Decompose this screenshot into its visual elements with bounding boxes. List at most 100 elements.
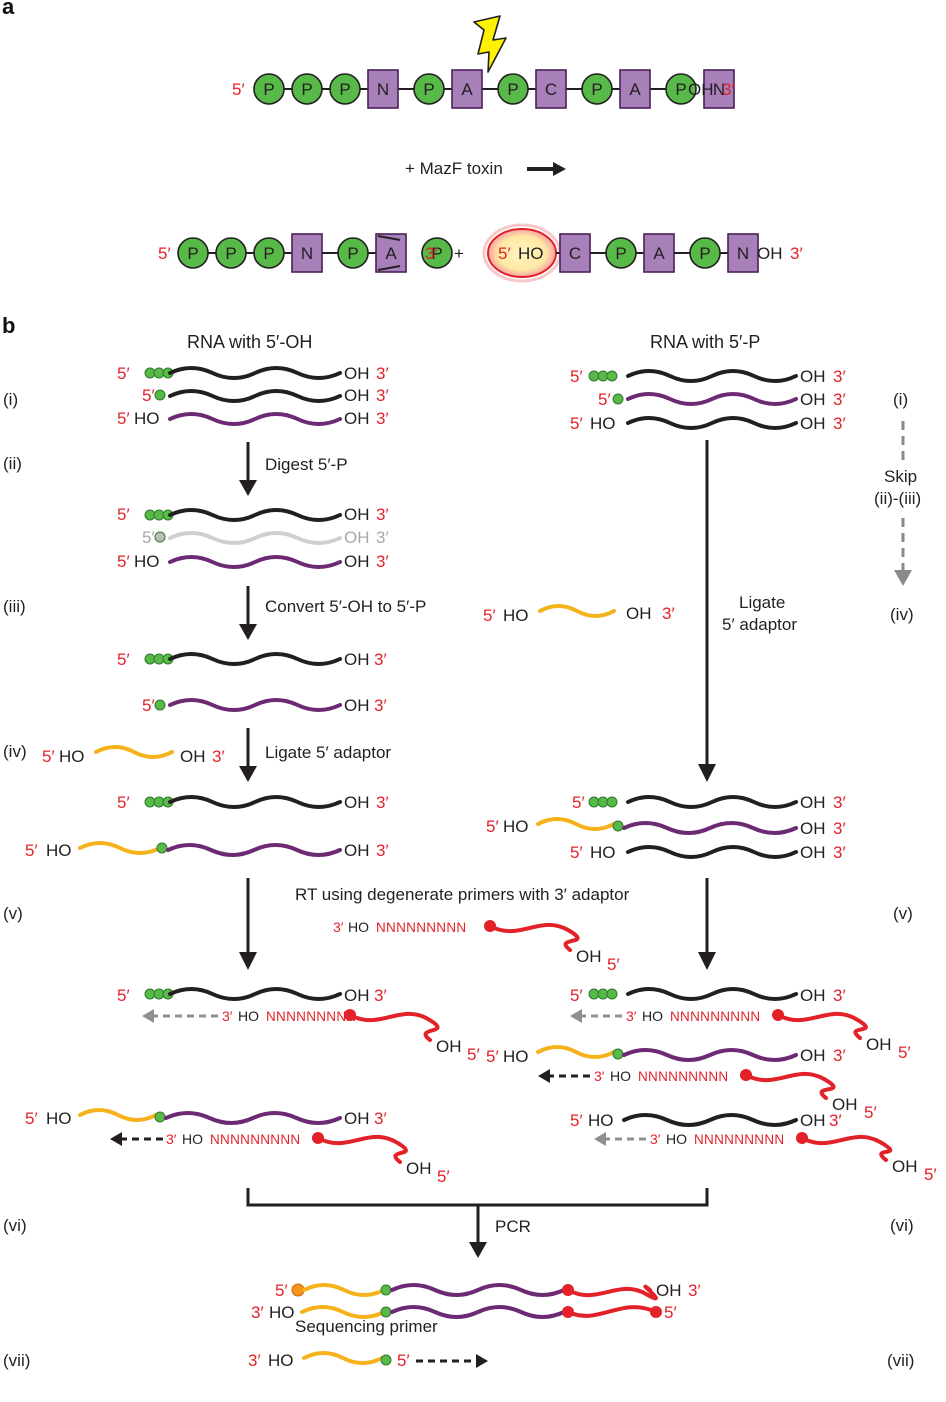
- strand-label: OH: [576, 947, 602, 966]
- base-square: [535, 69, 567, 109]
- adaptor-wave: [536, 817, 616, 831]
- phosphate-label: P: [263, 80, 274, 99]
- adaptor-wave: [300, 1305, 386, 1319]
- strand-label: 5′: [898, 1043, 911, 1062]
- step-v-left: (v): [3, 904, 23, 923]
- strand-label: 3′: [833, 843, 846, 862]
- rna-wave: [168, 698, 342, 712]
- strand-label: 5′: [117, 986, 130, 1005]
- primer-phosphate-dot: [562, 1284, 574, 1296]
- step-vi-left: (vi): [3, 1216, 27, 1235]
- primer-phosphate-dot: [484, 920, 496, 932]
- primer-wave: [567, 1305, 657, 1318]
- strand-label: 3′: [833, 819, 846, 838]
- fragment-3-oh: OH: [757, 244, 783, 263]
- fragment-3-prime-end: 3′: [790, 244, 803, 263]
- phosphate-circle: [337, 237, 369, 269]
- strand-label: 3′: [688, 1281, 701, 1300]
- strand-label: 5′: [437, 1167, 450, 1186]
- base-square: [367, 69, 399, 109]
- strand-label: 3′: [248, 1351, 261, 1370]
- ligate-right-label-2: 5′ adaptor: [722, 615, 797, 634]
- phosphate-circle: [329, 73, 361, 105]
- rna-wave: [168, 987, 342, 1001]
- plus-sign: +: [454, 244, 464, 263]
- step-vii-left: (vii): [3, 1351, 30, 1370]
- strand-label: 3′: [376, 841, 389, 860]
- phosphate-circle: [605, 237, 637, 269]
- strand-label: HO: [238, 1008, 259, 1024]
- strand-label: OH: [344, 364, 370, 383]
- strand-label: 5′: [25, 841, 38, 860]
- phosphate-label: P: [615, 244, 626, 263]
- strand-label: 5′: [598, 390, 611, 409]
- strand-label: OH: [800, 843, 826, 862]
- strand-label: 5′: [42, 747, 55, 766]
- strand-label: 5′: [570, 843, 583, 862]
- primer-tail: [348, 1011, 440, 1042]
- strand-label: 3′: [833, 390, 846, 409]
- primer-tail: [800, 1134, 893, 1162]
- phosphate-circle: [413, 73, 445, 105]
- strand-label: 5′: [117, 650, 130, 669]
- rna-wave: [166, 843, 342, 857]
- strand-label: 3′: [333, 919, 344, 935]
- step-vi-right: (vi): [890, 1216, 914, 1235]
- strand-label: OH: [344, 696, 370, 715]
- degenerate-primer-sequence: NNNNNNNNN: [670, 1009, 760, 1024]
- strand-label: 3′: [833, 367, 846, 386]
- adaptor-wave: [536, 1045, 616, 1059]
- strand-label: 3′: [166, 1131, 177, 1147]
- rna-wave: [164, 1111, 342, 1125]
- rna-wave: [168, 389, 342, 403]
- strand-label: HO: [348, 919, 369, 935]
- strand-label: 5′: [864, 1103, 877, 1122]
- strand-label: 3′: [833, 1046, 846, 1065]
- strand-label: HO: [182, 1131, 203, 1147]
- strand-label: 3′: [829, 1111, 842, 1130]
- strand-label: HO: [666, 1131, 687, 1147]
- rna-wave: [622, 821, 798, 835]
- phosphate-dot: [154, 1111, 166, 1123]
- rna-wave: [626, 795, 798, 809]
- strand-label: 5′: [570, 1111, 583, 1130]
- rna-wave: [168, 412, 342, 426]
- step-i-left: (i): [3, 390, 18, 409]
- strand-3-end: 3′: [722, 80, 735, 99]
- adaptor-wave: [302, 1283, 386, 1297]
- phosphate-label: P: [187, 244, 198, 263]
- primer-phosphate-dot: [772, 1009, 784, 1021]
- base-label: C: [545, 80, 557, 99]
- phosphate-label: P: [423, 80, 434, 99]
- strand-label: HO: [610, 1068, 631, 1084]
- convert-step-label: Convert 5′-OH to 5′-P: [265, 597, 426, 616]
- phosphate-circle: [665, 73, 697, 105]
- strand-label: 3′: [833, 986, 846, 1005]
- primer-tail: [744, 1071, 836, 1100]
- strand-label: HO: [642, 1008, 663, 1024]
- strand-label: OH: [800, 986, 826, 1005]
- rna-wave: [622, 1048, 798, 1062]
- rna-wave: [626, 987, 798, 1001]
- strand-label: 3′: [376, 528, 389, 547]
- phosphate-circle: [689, 237, 721, 269]
- rna-wave: [626, 416, 798, 430]
- base-square: [727, 233, 759, 273]
- base-square: [643, 233, 675, 273]
- rna-wave: [168, 366, 342, 380]
- primer-tail: [776, 1011, 868, 1040]
- base-label: N: [377, 80, 389, 99]
- strand-label: OH: [406, 1159, 432, 1178]
- strand-label: OH: [344, 505, 370, 524]
- strand-label: 5′: [467, 1045, 480, 1064]
- strand-label: 5′: [607, 955, 620, 974]
- left-column-title: RNA with 5′-OH: [187, 332, 312, 352]
- phosphate-circle: [177, 237, 209, 269]
- step-v-right: (v): [893, 904, 913, 923]
- rna-wave: [626, 369, 798, 383]
- strand-label: 3′: [376, 386, 389, 405]
- phosphate-label: P: [507, 80, 518, 99]
- strand-label: 5′: [25, 1109, 38, 1128]
- phosphate-circle: [253, 73, 285, 105]
